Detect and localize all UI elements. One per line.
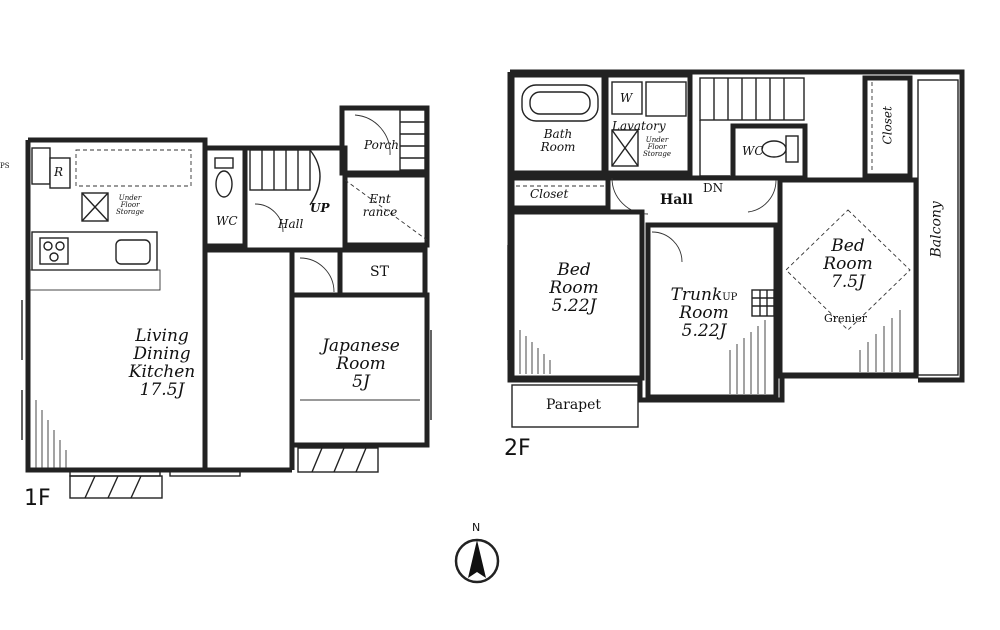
- second-floor-plan: [507, 69, 965, 428]
- bed-room-right: [777, 177, 919, 379]
- wc-2f: [730, 123, 808, 181]
- up-1f-label: UP: [310, 201, 330, 215]
- ps-label: PS: [0, 162, 10, 170]
- closet-left-box: [509, 175, 611, 211]
- ldk-line1: Living: [135, 326, 189, 346]
- japanese-terrace: [297, 447, 379, 473]
- hall-2f-label: Hall: [660, 192, 693, 208]
- bed-left-line1: Bed: [557, 260, 591, 280]
- wc-2f-label: WC: [742, 144, 764, 158]
- ldk-room-label: Living Dining Kitchen 17.5J: [112, 326, 212, 400]
- japanese-size: 5J: [352, 371, 370, 392]
- toilet-1f: [215, 170, 233, 198]
- hall-1f-label: Hall: [278, 217, 304, 231]
- lavatory: [603, 72, 693, 176]
- trunk-line1: Trunk: [670, 285, 723, 305]
- parapet-label: Parapet: [546, 397, 602, 413]
- bed-room-left-label: Bed Room 5.22J: [534, 260, 614, 316]
- japanese-room: [289, 292, 430, 448]
- floor-label-2f: 2F: [504, 436, 531, 461]
- trunk-size: 5.22J: [681, 320, 727, 341]
- ldk-walls: [25, 137, 208, 473]
- upper-cabinet: [75, 149, 192, 187]
- ldk-terrace: [69, 475, 163, 499]
- bath-room-label: Bath Room: [540, 127, 576, 154]
- trunk-room: [645, 222, 779, 400]
- stove: [39, 237, 69, 265]
- hatch: [107, 475, 119, 499]
- vanity: [645, 81, 687, 117]
- entrance-label: Ent rance: [362, 192, 398, 219]
- toilet-2f: [761, 140, 787, 158]
- counter-edge: [29, 269, 161, 291]
- closet-right-label: Closet: [880, 106, 895, 145]
- fridge-label: R: [54, 165, 64, 179]
- balcony-label: Balcony: [928, 201, 945, 258]
- bed-right-line1: Bed: [831, 236, 865, 256]
- under-floor-storage-2f: Under Floor Storage: [643, 136, 671, 158]
- trunk-up: UP: [722, 292, 738, 303]
- hall-door-swing: [254, 203, 284, 233]
- 2f-outer-wall: [510, 69, 965, 383]
- bed-left-size: 5.22J: [551, 295, 597, 316]
- japanese-room-label: Japanese Room 5J: [306, 336, 416, 392]
- bed-room-right-label: Bed Room 7.5J: [808, 236, 888, 292]
- closet-right-box: [862, 75, 913, 179]
- first-floor-plan: [21, 105, 432, 499]
- wc-1f: [202, 145, 248, 249]
- japanese-line1: Japanese: [322, 336, 400, 356]
- st-label: ST: [370, 264, 389, 280]
- bed-room-left: [509, 209, 645, 381]
- fridge: [49, 157, 71, 189]
- compass: [454, 538, 500, 584]
- ps-box: [31, 147, 51, 185]
- closet-left-label: Closet: [530, 187, 569, 201]
- bed-right-line2: Room: [823, 253, 873, 274]
- trunk-line2: Room: [679, 302, 729, 323]
- trunk-room-label: TrunkUP Room 5.22J: [662, 285, 746, 341]
- dn-label: DN: [703, 181, 724, 195]
- hatch: [84, 475, 96, 499]
- grenier-outline: [785, 209, 911, 331]
- attic-ladder: [751, 289, 775, 317]
- porch-label: Porch: [364, 138, 399, 152]
- washer-label: W: [620, 91, 633, 105]
- bed-left-line2: Room: [549, 277, 599, 298]
- wc-1f-label: WC: [216, 214, 238, 228]
- compass-north-label: N: [472, 521, 481, 534]
- parapet: [511, 384, 639, 428]
- ldk-line3: Kitchen: [128, 361, 196, 382]
- under-floor-storage-1f: Under Floor Storage: [116, 194, 144, 216]
- washer: [611, 81, 643, 115]
- hall-1f: [245, 145, 348, 253]
- sink: [115, 239, 151, 265]
- stairs-2f: [699, 77, 805, 121]
- floor-label-1f: 1F: [24, 486, 51, 511]
- ldk-line2: Dining: [133, 343, 191, 364]
- ldk-size: 17.5J: [139, 379, 185, 400]
- ldk-right-wall: [205, 247, 295, 470]
- grenier-label: Grenier: [824, 312, 867, 325]
- stairs-1f: [249, 149, 311, 191]
- japanese-line2: Room: [336, 353, 386, 374]
- entrance: [342, 172, 430, 248]
- lavatory-label: Lavatory: [612, 119, 666, 133]
- bed-right-size: 7.5J: [831, 271, 865, 292]
- hatch: [130, 475, 142, 499]
